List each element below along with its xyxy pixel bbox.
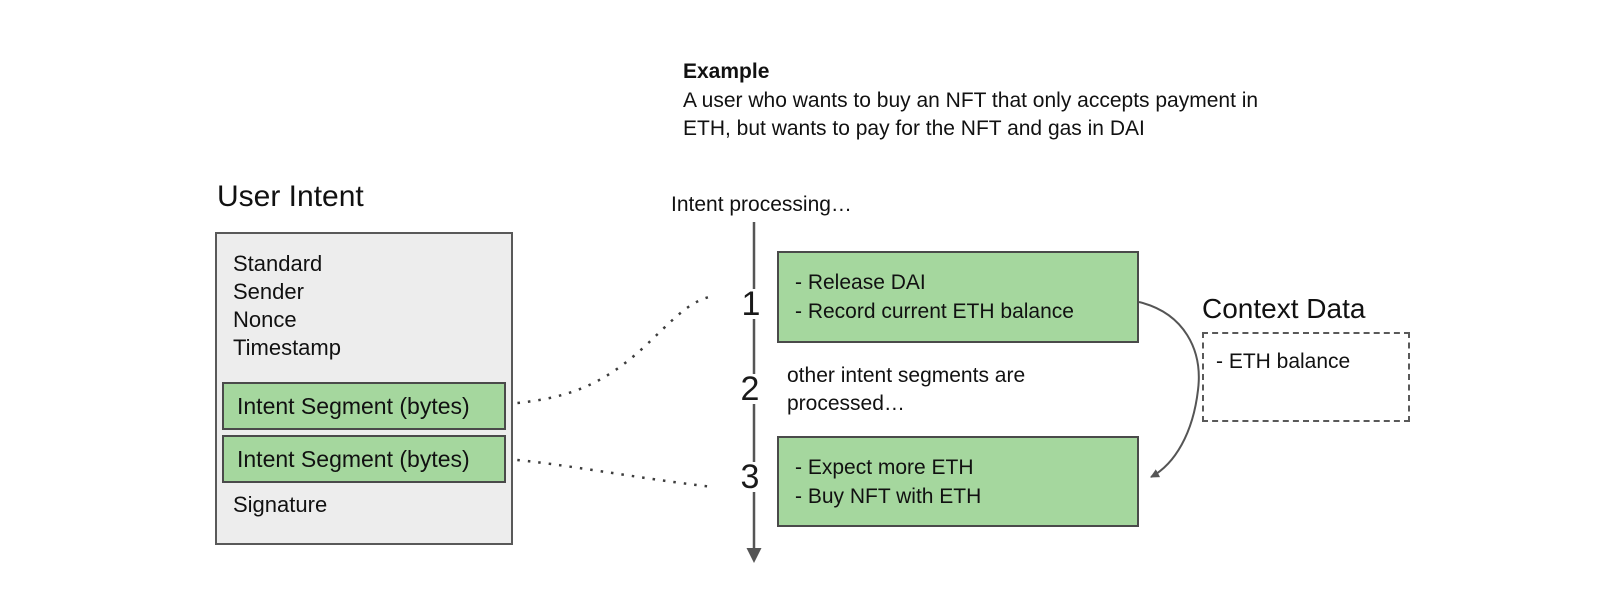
intent-segment-2: Intent Segment (bytes) [222,435,506,483]
intent-segment-1: Intent Segment (bytes) [222,382,506,430]
dotted-connector-segment2 [506,457,714,489]
step-number-1: 1 [737,287,765,321]
context-data-title: Context Data [1202,293,1366,324]
example-line: A user who wants to buy an NFT that only… [683,88,1259,112]
context-data-item: - ETH balance [1216,350,1351,373]
user-intent-title: User Intent [217,180,364,213]
context-data-box: - ETH balance [1202,332,1410,422]
field-standard: Standard [233,251,323,276]
example-line: ETH, but wants to pay for the NFT and ga… [683,117,1145,140]
user-intent-box: Standard Sender Nonce Timestamp Intent S… [215,232,513,545]
field-nonce: Nonce [233,307,297,332]
step1-line: - Release DAI [795,271,926,294]
step3-box: - Expect more ETH - Buy NFT with ETH [777,436,1139,527]
user-intent-fields: Standard Sender Nonce Timestamp [233,250,341,362]
step-number-3: 3 [736,460,764,494]
step3-line: - Buy NFT with ETH [795,484,982,508]
timeline-arrowhead-icon [746,548,762,563]
field-signature: Signature [233,492,328,517]
step2-line: processed… [787,392,905,415]
intent-processing-label: Intent processing… [671,193,852,216]
example-block: Example A user who wants to buy an NFT t… [683,58,1258,144]
intent-segment-2-label: Intent Segment (bytes) [237,445,470,472]
step1-box: - Release DAI - Record current ETH balan… [777,251,1139,343]
step3-line: - Expect more ETH [795,455,974,479]
step2-line: other intent segments are [787,364,1026,387]
intent-segment-1-label: Intent Segment (bytes) [237,392,470,419]
step-number-2: 2 [736,372,764,406]
field-timestamp: Timestamp [233,335,341,360]
context-flow-arc [1138,301,1200,478]
step1-line: - Record current ETH balance [795,300,1074,323]
field-sender: Sender [233,279,304,304]
example-title: Example [683,60,770,83]
step2-text: other intent segments are processed… [787,362,1025,418]
dotted-connector-segment1 [506,295,710,406]
